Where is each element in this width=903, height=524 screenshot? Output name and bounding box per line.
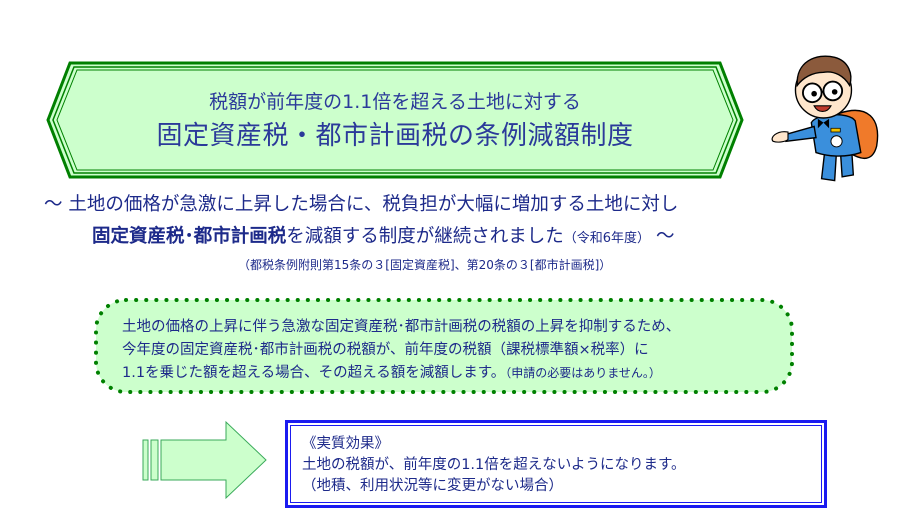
banner-title: 固定資産税・都市計画税の条例減額制度 — [156, 121, 634, 151]
summary-box: 土地の価格の上昇に伴う急激な固定資産税･都市計画税の税額の上昇を抑制するため、 … — [92, 296, 796, 396]
summary-line-3: 1.1を乗じた額を超える場合、その超える額を減額します。（申請の必要はありません… — [122, 361, 661, 382]
intro-text: を減額する制度が継続されました — [286, 226, 564, 247]
summary-no-application-note: （申請の必要はありません。） — [505, 366, 661, 380]
effect-line-1: 土地の税額が、前年度の1.1倍を超えないようになります。 — [302, 457, 686, 473]
intro-tilde: 〜 — [650, 226, 675, 247]
legal-citation: （都税条例附則第15条の３[固定資産税]、第20条の３[都市計画税]） — [238, 258, 612, 272]
intro-line-1: 〜 土地の価格が急激に上昇した場合に、税負担が大幅に増加する土地に対し — [44, 194, 679, 215]
intro-year-note: （令和6年度） — [563, 231, 651, 246]
summary-line-3-main: 1.1を乗じた額を超える場合、その超える額を減額します。 — [122, 365, 506, 381]
mascot-character-icon — [760, 48, 900, 188]
effect-box: 《実質効果》 土地の税額が、前年度の1.1倍を超えないようになります。 （地積、… — [285, 420, 827, 508]
right-arrow-icon — [140, 420, 270, 500]
effect-heading: 《実質効果》 — [302, 436, 389, 452]
dotted-rounded-border — [94, 298, 794, 394]
title-banner: 税額が前年度の1.1倍を超える土地に対する 固定資産税・都市計画税の条例減額制度 — [46, 61, 744, 179]
effect-line-2: （地積、利用状況等に変更がない場合） — [302, 478, 563, 494]
banner-subtitle: 税額が前年度の1.1倍を超える土地に対する — [209, 91, 581, 113]
intro-line-2: 固定資産税･都市計画税を減額する制度が継続されました（令和6年度） 〜 — [92, 222, 674, 248]
summary-line-2: 今年度の固定資産税･都市計画税の税額が、前年度の税額（課税標準額×税率）に — [122, 342, 649, 358]
intro-bold-text: 固定資産税･都市計画税 — [92, 226, 287, 247]
summary-line-1: 土地の価格の上昇に伴う急激な固定資産税･都市計画税の税額の上昇を抑制するため、 — [122, 319, 681, 335]
hexagon-banner-shape — [46, 61, 744, 179]
